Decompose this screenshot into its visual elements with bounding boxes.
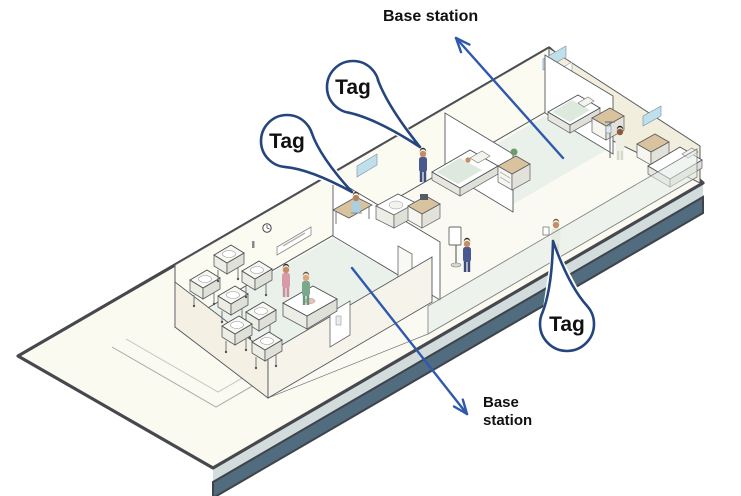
plant-icon — [510, 148, 518, 156]
slab-edge-dark — [212, 195, 704, 496]
door-window — [335, 315, 342, 326]
window-teal — [356, 153, 378, 178]
arrow-to-base-station-bottom — [350, 266, 469, 416]
arrow-to-base-station-top — [454, 36, 565, 160]
tag-balloon-3: Tag — [538, 239, 596, 353]
hospital-bed — [431, 149, 499, 197]
annotations: Tag Tag Tag Base station Base station — [259, 8, 596, 429]
wall-tv — [642, 105, 662, 127]
corridor-cabinet — [407, 194, 441, 229]
tag-balloon-2: Tag — [325, 59, 422, 149]
equipment — [420, 194, 428, 200]
iv-pole-icon — [605, 121, 615, 158]
baby — [304, 298, 316, 304]
bath-table — [375, 193, 417, 229]
tag-label: Tag — [269, 130, 305, 153]
nurse-blue-scrubs — [419, 147, 427, 182]
nurse-green-scrubs — [302, 271, 310, 305]
drawer-chest — [636, 133, 670, 166]
patient-with-iv-pole — [615, 125, 625, 160]
base-station-label-bottom-line1: Base — [483, 394, 519, 411]
clipboard-icon — [542, 226, 550, 236]
wall-fixture — [252, 241, 255, 248]
front-glass-wall — [427, 148, 698, 335]
drawer-chest — [497, 148, 531, 191]
seated-patient — [351, 191, 362, 214]
patient-in-bed — [465, 157, 471, 163]
slab-edge-light — [213, 183, 703, 482]
terminal-kiosk — [448, 226, 462, 268]
ward-building — [174, 45, 703, 399]
tag-label: Tag — [335, 76, 371, 99]
nurse-pink-scrubs — [282, 263, 290, 297]
base-station-label-top: Base station — [383, 8, 478, 25]
staff-at-terminal — [463, 237, 471, 272]
tag-balloon-1: Tag — [259, 113, 354, 194]
base-station-label-bottom-line2: station — [483, 412, 532, 429]
tag-label: Tag — [549, 313, 585, 336]
pillow — [469, 150, 491, 164]
blanket — [436, 158, 482, 184]
